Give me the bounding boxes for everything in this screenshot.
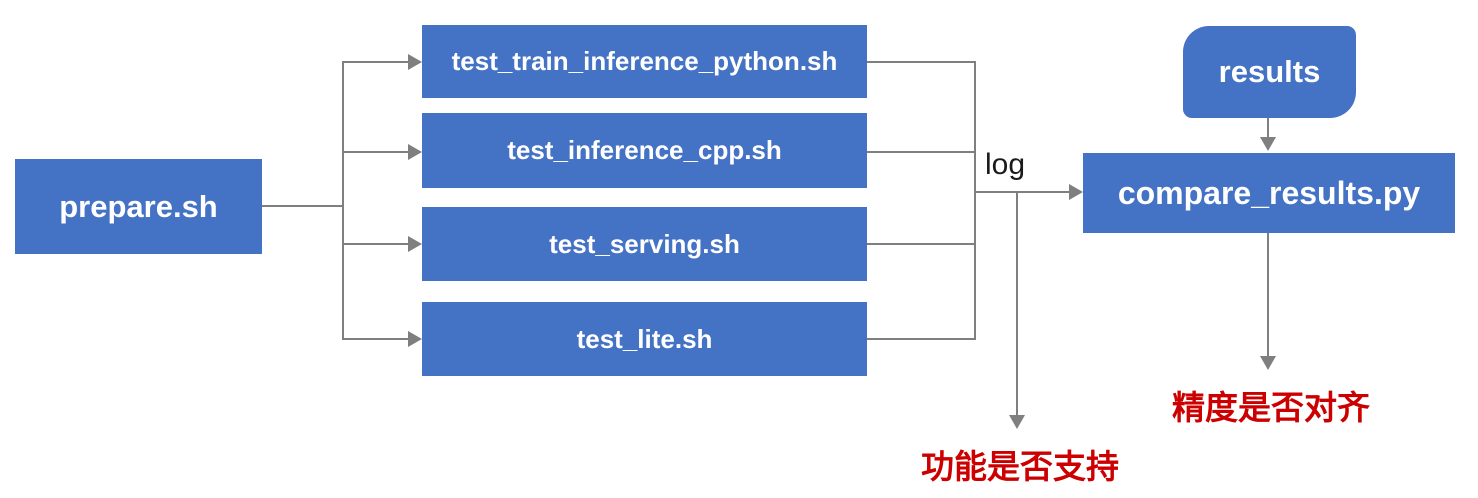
function-support-annotation: 功能是否支持 (921, 448, 1119, 485)
arrowhead-down-icon (1260, 356, 1276, 370)
precision-aligned-annotation: 精度是否对齐 (1172, 389, 1370, 426)
connector-test2-to-merge (867, 151, 975, 153)
node-test-serving: test_serving.sh (422, 207, 867, 281)
node-compare-results-py: compare_results.py (1083, 153, 1455, 233)
connector-compare-to-precision-check (1267, 233, 1269, 357)
arrowhead-right-icon (408, 144, 422, 160)
arrowhead-right-icon (408, 54, 422, 70)
node-test-lite: test_lite.sh (422, 302, 867, 376)
connector-branch-vertical (342, 61, 344, 340)
arrowhead-down-icon (1260, 137, 1276, 151)
connector-prepare-to-branch (262, 205, 343, 207)
node-results: results (1183, 26, 1356, 118)
node-prepare-sh: prepare.sh (15, 159, 262, 254)
connector-branch-to-test2 (342, 151, 408, 153)
connector-merge-vertical (974, 61, 976, 340)
connector-branch-to-test3 (342, 243, 408, 245)
node-test-inference-cpp: test_inference_cpp.sh (422, 113, 867, 188)
connector-log-to-function-check (1016, 192, 1018, 416)
connector-results-to-compare (1267, 118, 1269, 139)
connector-test4-to-merge (867, 338, 975, 340)
log-label: log (985, 148, 1026, 181)
node-test-train-inference-python: test_train_inference_python.sh (422, 25, 867, 98)
connector-test1-to-merge (867, 61, 975, 63)
connector-test3-to-merge (867, 243, 975, 245)
arrowhead-right-icon (408, 331, 422, 347)
connector-log-to-compare (974, 191, 1071, 193)
arrowhead-down-icon (1009, 415, 1025, 429)
connector-branch-to-test1 (342, 61, 408, 63)
arrowhead-right-icon (1069, 184, 1083, 200)
arrowhead-right-icon (408, 236, 422, 252)
connector-branch-to-test4 (342, 338, 408, 340)
